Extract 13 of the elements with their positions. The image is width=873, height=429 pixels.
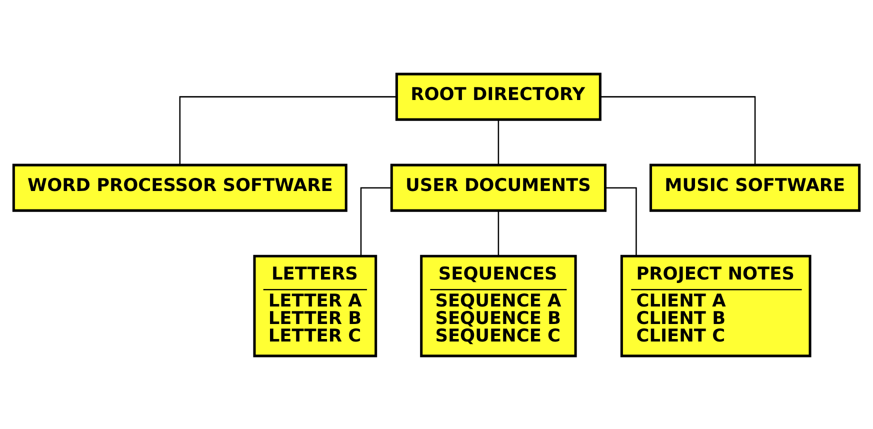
node-box: WORD PROCESSOR SOFTWARE <box>12 163 348 212</box>
connector <box>179 96 396 164</box>
node-box: PROJECT NOTES CLIENT A CLIENT B CLIENT C <box>620 254 812 357</box>
connector <box>600 96 756 164</box>
node-box: USER DOCUMENTS <box>390 163 607 212</box>
connector <box>498 210 500 256</box>
connector <box>360 186 392 256</box>
node-box: ROOT DIRECTORY <box>395 72 602 120</box>
node-box: MUSIC SOFTWARE <box>650 163 861 212</box>
connector <box>605 186 637 256</box>
connector <box>498 119 500 164</box>
node-box: SEQUENCES SEQUENCE A SEQUENCE B SEQUENCE C <box>420 254 577 357</box>
node-box: LETTERS LETTER A LETTER B LETTER C <box>253 254 378 357</box>
